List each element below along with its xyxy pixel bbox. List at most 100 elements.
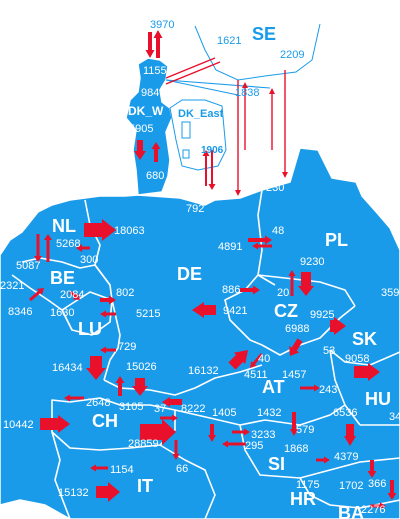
flow-arrow-de-pl-4891: [248, 235, 272, 245]
flow-arrow-si-hr-4379: [316, 456, 330, 464]
flow-arrow-cz-de-9421: [192, 302, 216, 318]
flow-value-34: 34: [389, 411, 400, 423]
border-sk-hu: [329, 349, 400, 366]
flow-value-1155: 1155: [143, 65, 167, 77]
flow-value-3105: 3105: [119, 401, 143, 413]
flow-value-4379: 4379: [334, 451, 358, 463]
flow-value-28859: 28859: [128, 438, 159, 450]
flow-value-9058: 9058: [345, 353, 369, 365]
flow-arrow-hu-hr-6536: [344, 424, 356, 446]
country-label-hu: HU: [365, 389, 391, 409]
country-label-sk: SK: [352, 329, 377, 349]
flow-arrow-dk-se-1838: [242, 82, 248, 150]
flow-arrow-se-de-971: [235, 80, 241, 196]
flow-value-1154: 1154: [110, 464, 134, 476]
dk-east-island-2: [182, 149, 190, 159]
flow-value-243: 243: [319, 384, 337, 396]
border-ch: [51, 397, 176, 451]
flow-value-37: 37: [154, 403, 166, 415]
flow-value-1432: 1432: [257, 407, 281, 419]
flow-arrow-ch-at-37: [160, 414, 178, 422]
flow-value-1702: 1702: [339, 480, 363, 492]
flow-line-dkw-se-1: [165, 61, 221, 85]
flow-arrow-at-si-1432: [290, 412, 298, 436]
flow-value-48: 48: [272, 225, 284, 237]
country-label-si: SI: [268, 454, 285, 474]
flow-arrow-pl-cz-9230: [298, 272, 314, 296]
flow-arrow-de-dke-1906: [202, 150, 210, 186]
country-label-it: IT: [137, 476, 153, 496]
flow-value-295: 295: [245, 440, 263, 452]
flow-arrow-ch-it-28859: [140, 419, 176, 445]
flow-value-53: 53: [323, 345, 335, 357]
flow-value-9230: 9230: [300, 256, 324, 268]
flow-arrow-nl-be-5268: [34, 234, 42, 262]
flow-arrow-de-cz-886: [240, 285, 260, 295]
flow-arrow-be-lu: [69, 290, 80, 300]
flow-value-20: 20: [277, 287, 289, 299]
flow-value-984: 984: [141, 87, 159, 99]
flow-arrow-dkw-de-5905: [134, 140, 146, 160]
flow-value-1405: 1405: [212, 407, 236, 419]
flow-arrow-be-fr: [29, 288, 44, 302]
flow-value-729: 729: [118, 341, 136, 353]
flow-arrow-cz-at-6988: [289, 338, 303, 356]
zone-label-dk-w: DK_W: [128, 104, 164, 118]
flow-value-2209: 2209: [280, 49, 304, 61]
flow-value-8222: 8222: [181, 403, 205, 415]
border-nl-be: [21, 257, 96, 269]
flow-value-6536: 6536: [333, 407, 357, 419]
flow-arrow-it-66: [172, 440, 180, 460]
flow-value-15026: 15026: [126, 361, 157, 373]
flow-value-680: 680: [146, 170, 164, 182]
flow-value-230: 230: [266, 182, 284, 194]
flow-value-3233: 3233: [251, 429, 275, 441]
country-label-lu: LU: [78, 319, 102, 339]
border-de-fr: [103, 299, 121, 381]
border-cz-pl: [257, 274, 356, 307]
flow-value-9421: 9421: [223, 305, 247, 317]
flow-value-18063: 18063: [114, 225, 145, 237]
flow-value-2084: 2084: [60, 289, 84, 301]
country-label-hr: HR: [290, 489, 316, 509]
flow-arrow-fr-ch-10442: [40, 415, 70, 433]
dk-east-island-1: [181, 121, 191, 139]
flow-value-6988: 6988: [285, 323, 309, 335]
flow-arrow-at-hu-1457: [300, 384, 320, 392]
country-label-ch: CH: [92, 411, 118, 431]
flow-arrow-de-dkw-680: [151, 142, 161, 162]
flow-value-1838: 1838: [235, 87, 259, 99]
flow-value-66: 66: [176, 463, 188, 475]
border-be-de: [94, 264, 113, 301]
flow-value-5268: 5268: [56, 238, 80, 250]
flow-arrow-cz-sk-9925: [330, 317, 346, 335]
flow-line-dkw-se-0: [165, 57, 216, 79]
flow-arrow-de-nl-300: [76, 244, 90, 252]
flow-value-579: 579: [296, 424, 314, 436]
flow-arrow-fr-de-729: [100, 346, 116, 354]
flow-arrow-fr-ch-15026: [132, 378, 148, 396]
flow-arrow-ch-fr-3105: [115, 376, 125, 396]
flow-arrow-it-si-3233: [232, 428, 250, 436]
flow-arrow-hr-ba: [387, 480, 397, 500]
country-label-de: DE: [177, 264, 202, 284]
flow-arrow-n-3970-up: [153, 30, 163, 58]
flow-arrow-at-ch-8222: [162, 397, 182, 407]
border-lu: [61, 291, 113, 336]
flow-value-4891: 4891: [218, 241, 242, 253]
flow-arrow-at-it-1405: [208, 424, 216, 442]
flow-value-4511: 4511: [244, 369, 268, 381]
flow-arrow-hr-ba-2276: [370, 502, 386, 510]
country-label-at: AT: [262, 377, 285, 397]
flow-arrow-de-fr-16434: [86, 356, 106, 380]
flow-value-5905: 5905: [129, 123, 153, 135]
flow-arrow-de-at-16132: [228, 350, 248, 370]
flow-arrow-se-pl: [282, 70, 288, 178]
flow-arrow-dke-de-792: [208, 150, 216, 190]
zone-label-dk-east: DK_East: [178, 108, 224, 120]
flow-value-359: 359: [381, 287, 399, 299]
flow-value-886: 886: [222, 284, 240, 296]
flow-value-1175: 1175: [296, 479, 320, 491]
flow-arrow-nl-de-18063: [84, 219, 116, 241]
